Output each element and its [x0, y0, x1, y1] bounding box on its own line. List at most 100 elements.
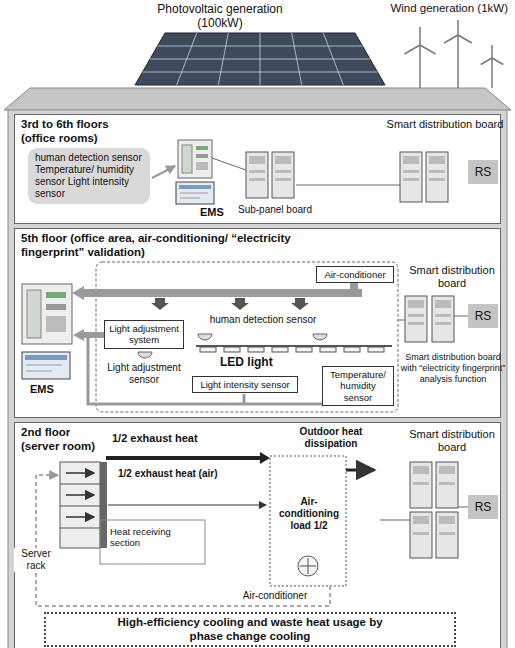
- breaker-rows: [413, 516, 429, 524]
- sensor-dome: [198, 334, 212, 340]
- led-light: [200, 347, 216, 352]
- building: [14, 114, 501, 224]
- box-text: RS: [475, 500, 492, 514]
- air-conditioner-outline: [308, 558, 309, 574]
- breaker-rows: [275, 178, 291, 181]
- led-light: [272, 347, 288, 352]
- generation-label: Photovoltaic generation (100kW): [140, 2, 300, 31]
- breaker-rows: [429, 156, 445, 164]
- breaker-rows: [439, 532, 455, 535]
- heat-out-arrow: [346, 469, 374, 472]
- wind-turbine: [492, 58, 503, 65]
- summary-box: High-efficiency cooling and waste heat u…: [44, 612, 456, 647]
- section-heading: 2nd floor (server room): [21, 426, 103, 453]
- floor-section: 2nd floor (server room) RS High-efficiency…: [14, 422, 501, 648]
- led-light: [344, 347, 360, 352]
- breaker-rows: [435, 314, 451, 317]
- wire: [212, 158, 246, 170]
- device-label: LED light: [220, 355, 300, 369]
- building: [14, 228, 501, 418]
- server-rack: [60, 462, 100, 548]
- breaker-rows: [408, 314, 424, 317]
- wind-turbine: [419, 45, 421, 88]
- air-arrow: [108, 504, 266, 505]
- breaker-rows: [403, 170, 419, 173]
- ems-screen: [26, 371, 52, 372]
- box-text: human detection sensor Temperature/ humi…: [35, 152, 143, 200]
- exhaust-heat-arrow: [106, 452, 270, 464]
- ems-screen: [180, 193, 208, 194]
- breaker-rows: [413, 532, 429, 535]
- controller-icon: [46, 292, 66, 298]
- section-heading: 3rd to 6th floors (office rooms): [21, 118, 136, 145]
- breaker-rows: [429, 170, 445, 173]
- breaker-rows: [413, 482, 429, 485]
- server-rack: [66, 494, 94, 496]
- airflow-arrow: [291, 298, 309, 310]
- ems-screen: [26, 365, 62, 366]
- ems-screen: [25, 355, 67, 360]
- panel-board: [426, 152, 448, 202]
- sensor-label: human detection sensor: [198, 314, 328, 326]
- zone-outline: [96, 262, 398, 412]
- sensor-box: human detection sensor Temperature/ humi…: [28, 148, 150, 204]
- panel-board: [246, 152, 448, 202]
- server-rack: [60, 506, 100, 507]
- panel-board: [436, 462, 458, 508]
- wire: [458, 507, 468, 508]
- part-label: Server rack: [14, 548, 58, 572]
- led-light: [200, 347, 384, 352]
- board-label: Smart distribution board: [398, 428, 506, 454]
- duct-arrow: [350, 282, 358, 292]
- wind-turbine: [491, 45, 493, 58]
- breaker-rows: [435, 322, 451, 325]
- rs-box: RS: [468, 304, 498, 328]
- duct-arrow: [82, 289, 362, 297]
- wire: [296, 185, 400, 186]
- box-text: Air-conditioner: [320, 269, 390, 280]
- solar-panel: [260, 33, 261, 85]
- panel-board: [410, 462, 432, 508]
- air-arrow: [108, 505, 266, 506]
- board-label: Smart distribution board: [385, 118, 505, 131]
- panel-board: [405, 296, 427, 342]
- airflow-arrow: [151, 298, 309, 310]
- wind-turbine: [491, 58, 493, 88]
- air-conditioner-outline: [270, 456, 346, 586]
- signal-line: [243, 394, 246, 404]
- breaker-rows: [249, 156, 445, 181]
- sensor-dome: [138, 352, 152, 358]
- ems-screen: [180, 198, 200, 199]
- panel-board: [400, 152, 422, 202]
- sensor-label: Light adjustment sensor: [98, 362, 190, 386]
- wind-turbine: [404, 45, 420, 54]
- rs-box: RS: [468, 495, 498, 519]
- solar-panel: [143, 33, 378, 85]
- building: [4, 88, 511, 648]
- box-text: RS: [475, 165, 492, 179]
- breaker-rows: [403, 156, 419, 164]
- box-text: Light intensity sensor: [196, 379, 294, 390]
- led-light: [248, 347, 264, 352]
- panel-board: [410, 512, 432, 558]
- breaker-rows: [408, 300, 424, 308]
- server-rack: [60, 484, 100, 485]
- heat-label: 1/2 exhaust heat (air): [118, 468, 218, 480]
- breaker-rows: [249, 178, 265, 181]
- panel-board: [405, 296, 454, 342]
- signal-arrow: [152, 166, 175, 178]
- wire: [454, 316, 468, 317]
- generation-label: Wind generation (1kW): [368, 2, 508, 16]
- air-conditioner-outline: [298, 556, 318, 576]
- building: [8, 108, 507, 648]
- solar-panel: [323, 33, 343, 85]
- box-text: High-efficiency cooling and waste heat u…: [106, 616, 394, 643]
- breaker-rows: [249, 156, 265, 164]
- sensor-box: Temperature/ humidity sensor: [322, 366, 394, 406]
- sensor-box: Light intensity sensor: [192, 376, 298, 393]
- airflow-arrow: [231, 298, 249, 310]
- panel-board: [410, 462, 458, 558]
- server-rack: [66, 472, 94, 474]
